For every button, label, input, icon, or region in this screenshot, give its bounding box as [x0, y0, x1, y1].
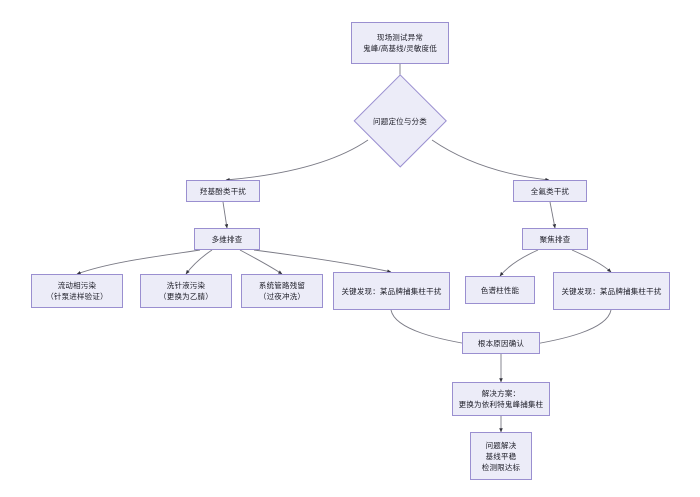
edge-classify-to-branch-right — [431, 139, 550, 182]
edge-focus-check-to-leaf-5 — [499, 249, 539, 277]
edge-classify-to-branch-left — [225, 139, 369, 182]
node-result[interactable]: 问题解决 基线平稳 检测限达标 — [470, 432, 532, 480]
node-leaf-2[interactable]: 洗针液污染 （更换为乙腈） — [140, 274, 232, 308]
node-leaf-5[interactable]: 色谱柱性能 — [465, 276, 535, 304]
edge-multi-check-to-leaf-1 — [76, 249, 201, 275]
node-label-classify: 问题定位与分类 — [373, 116, 427, 126]
node-multi-check[interactable]: 多维排查 — [194, 228, 260, 250]
node-leaf-1[interactable]: 流动相污染 （针泵进样验证） — [31, 274, 123, 308]
node-root-cause[interactable]: 根本原因确认 — [462, 332, 540, 354]
edge-multi-check-to-leaf-4 — [253, 249, 392, 273]
edge-branch-left-to-multi-check — [222, 201, 229, 229]
node-leaf-4[interactable]: 关键发现：某品牌捕集柱干扰 — [333, 272, 450, 310]
node-branch-left[interactable]: 羟基酚类干扰 — [186, 180, 260, 202]
node-leaf-6[interactable]: 关键发现：某品牌捕集柱干扰 — [553, 272, 670, 310]
node-branch-right[interactable]: 全氟类干扰 — [513, 180, 587, 202]
edge-branch-right-to-focus-check — [549, 201, 557, 229]
node-solution[interactable]: 解决方案： 更换为依利特鬼峰捕集柱 — [452, 382, 550, 416]
edge-multi-check-to-leaf-3 — [239, 249, 283, 275]
node-leaf-3[interactable]: 系统管路残留 （过夜冲洗） — [241, 274, 323, 308]
edge-multi-check-to-leaf-2 — [185, 249, 213, 275]
node-focus-check[interactable]: 聚焦排查 — [522, 228, 588, 250]
node-start[interactable]: 现场测试异常 鬼峰/高基线/灵敏度低 — [351, 22, 449, 64]
edge-focus-check-to-leaf-6 — [571, 249, 612, 273]
